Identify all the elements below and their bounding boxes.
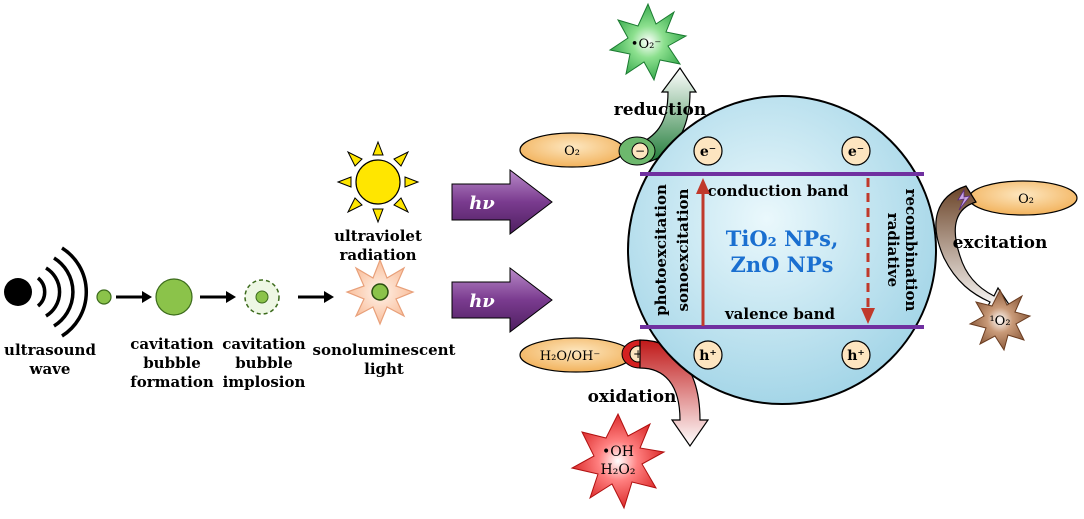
arrow-1 — [116, 291, 152, 303]
label-valence-band: valence band — [724, 305, 836, 323]
label-conduction-band: conduction band — [708, 182, 849, 200]
label-uv-1: ultraviolet — [334, 227, 422, 245]
label-radiative: radiative — [884, 213, 902, 287]
h2o-label: H₂O/OH⁻ — [540, 349, 600, 364]
arrow-3 — [298, 291, 334, 303]
label-photoexcitation: photoexcitation — [652, 184, 670, 316]
hole-right — [841, 340, 871, 370]
wave-arc-4 — [61, 246, 89, 338]
hole-right-label: h⁺ — [847, 348, 865, 364]
electron-left — [693, 136, 723, 166]
recombination-arrow — [861, 178, 875, 324]
lightning-icon — [957, 188, 971, 211]
hv-label-bottom: hν — [469, 291, 495, 312]
electron-right — [841, 136, 871, 166]
label-excitation: excitation — [953, 233, 1048, 253]
hole-left-label: h⁺ — [699, 348, 717, 364]
hydroxyl-label: •OH — [602, 444, 634, 460]
label-ultrasound-1: ultrasound — [4, 341, 96, 359]
label-sonoexcitation: sonoexcitation — [674, 188, 692, 311]
plus-label: + — [633, 347, 643, 361]
label-sono-1: sonoluminescent — [313, 341, 456, 359]
label-reduction: reduction — [614, 100, 706, 120]
transducer-dot — [4, 278, 32, 306]
arrow-2 — [200, 291, 236, 303]
wave-arc-1 — [36, 276, 47, 308]
o2-label-top: O₂ — [564, 144, 580, 159]
label-formation-2: bubble — [143, 354, 201, 372]
excitation-arrow — [696, 178, 710, 326]
label-implosion-3: implosion — [223, 373, 306, 391]
label-formation-3: formation — [130, 373, 214, 391]
label-formation-1: cavitation — [130, 335, 214, 353]
particle-title-2: ZnO NPs — [730, 252, 833, 277]
particle-title-1: TiO₂ NPs, — [726, 226, 839, 251]
brown-star — [968, 288, 1032, 352]
label-sono-2: light — [364, 360, 404, 378]
o2-label-right: O₂ — [1018, 192, 1034, 207]
sonoluminescent-star — [345, 258, 415, 326]
large-bubble — [155, 278, 193, 316]
wave-arc-2 — [45, 266, 62, 318]
hv-label-top: hν — [469, 193, 495, 214]
hv-arrow-bottom: hν — [451, 266, 553, 334]
label-recombination: recombination — [902, 189, 920, 312]
green-star — [608, 2, 688, 82]
imploding-bubble — [244, 279, 280, 315]
minus-circle — [631, 142, 649, 160]
hv-arrow-top: hν — [451, 168, 553, 236]
label-implosion-2: bubble — [235, 354, 293, 372]
label-implosion-1: cavitation — [222, 335, 306, 353]
hole-left — [693, 340, 723, 370]
small-bubble — [96, 289, 112, 305]
superoxide-label: •O₂⁻ — [631, 37, 661, 52]
minus-label: − — [635, 144, 645, 158]
ultrasound-source — [4, 246, 89, 338]
electron-left-label: e⁻ — [700, 144, 716, 160]
sun-icon — [336, 140, 420, 224]
h2o2-label: H₂O₂ — [601, 462, 636, 478]
singlet-oxygen-label: ¹O₂ — [989, 314, 1010, 329]
label-oxidation: oxidation — [588, 387, 677, 407]
label-ultrasound-2: wave — [29, 360, 71, 378]
electron-right-label: e⁻ — [848, 144, 864, 160]
wave-arc-3 — [53, 256, 75, 328]
label-uv-2: radiation — [339, 246, 416, 264]
red-star — [570, 412, 666, 510]
